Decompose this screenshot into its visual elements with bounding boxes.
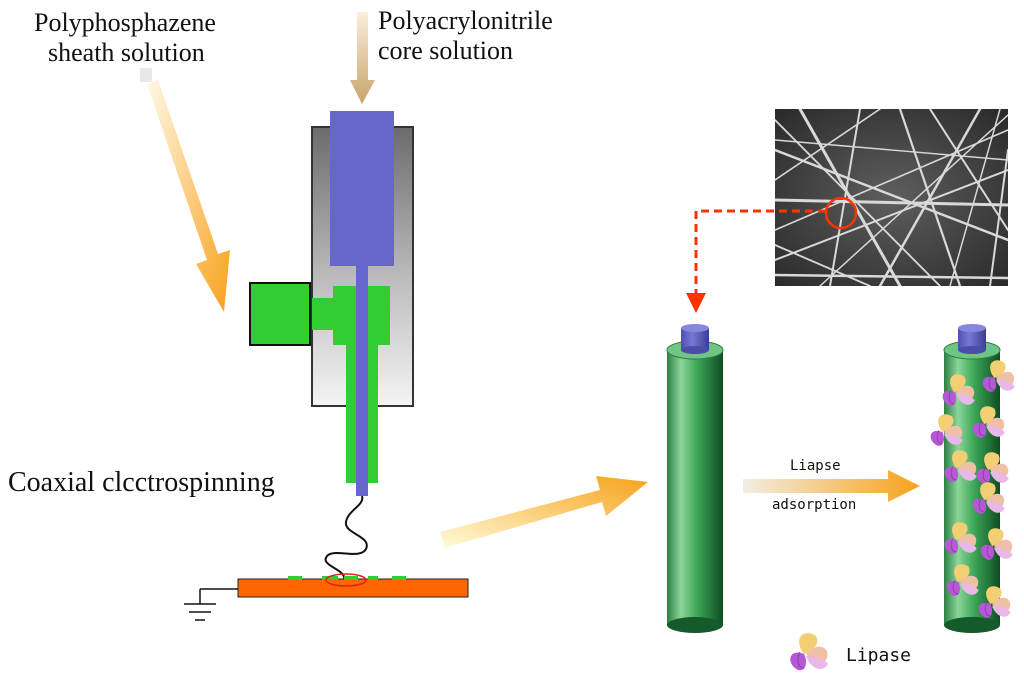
lipase-legend-icon	[789, 632, 829, 671]
sheath-feed-arrow	[140, 68, 230, 312]
sem-micrograph	[775, 109, 1008, 286]
sheath-solution-label-line2: sheath solution	[48, 38, 205, 67]
zoom-arrowhead	[686, 293, 706, 313]
process-label: Coaxial clcctrospinning	[8, 467, 275, 498]
collection-arrow	[440, 476, 648, 548]
zoom-connector	[694, 209, 826, 295]
sem-highlight-circle	[824, 196, 858, 230]
core-solution-label-line1: Polyacrylonitrile	[378, 6, 553, 35]
core-solution-label-line2: core solution	[378, 36, 514, 65]
step-label-line1: Liapse	[790, 458, 841, 474]
coaxial-nozzle	[249, 111, 414, 496]
core-sheath-fiber	[666, 324, 724, 633]
ground-symbol-icon	[184, 588, 238, 621]
collector-plate	[237, 573, 469, 598]
core-feed-arrow	[350, 12, 375, 104]
legend-label: Lipase	[846, 645, 912, 666]
adsorption-arrow	[743, 470, 920, 502]
step-label-line2: adsorption	[772, 497, 857, 513]
sheath-solution-label-line1: Polyphosphazene	[34, 8, 216, 37]
